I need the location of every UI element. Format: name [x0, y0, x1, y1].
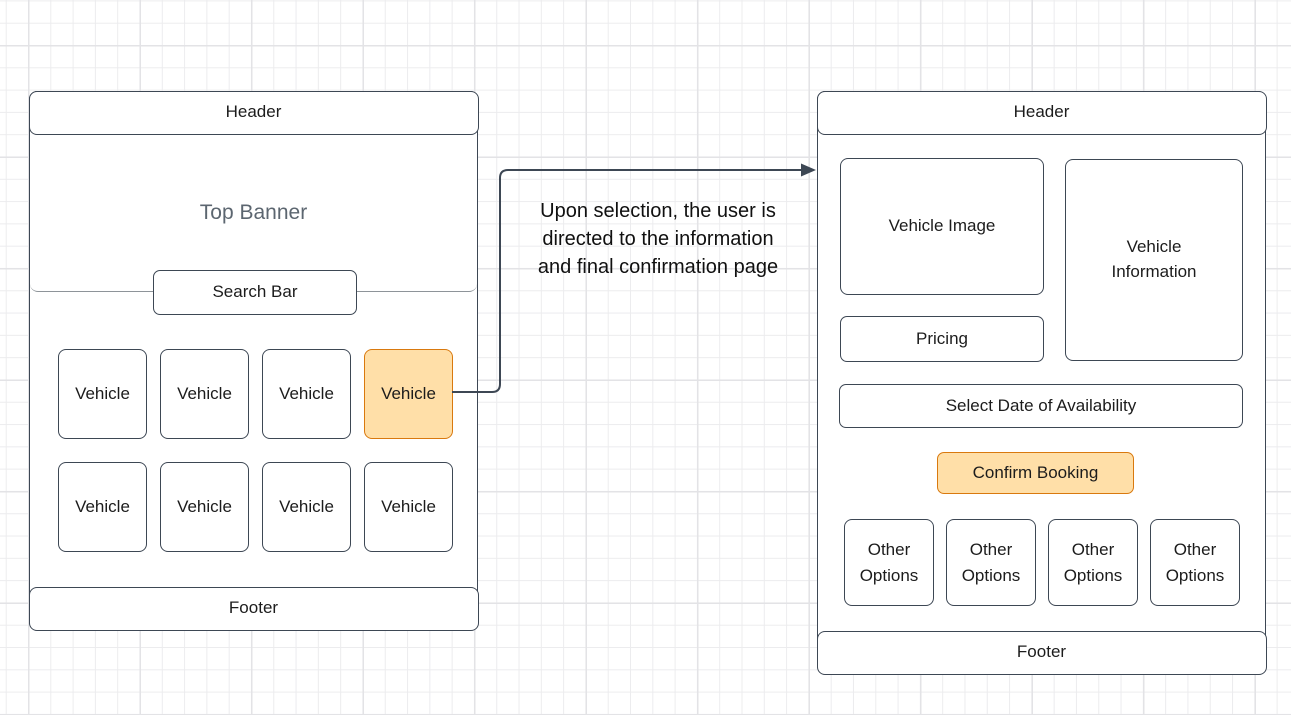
vehicle-card[interactable]: Vehicle [58, 349, 147, 439]
vehicle-card-label: Vehicle [381, 384, 436, 403]
search-bar-box[interactable]: Search Bar [153, 270, 357, 315]
other-options-card[interactable]: Other Options [1048, 519, 1138, 606]
vehicle-card[interactable]: Vehicle [160, 462, 249, 552]
confirm-booking-label: Confirm Booking [972, 462, 1099, 482]
pricing-label: Pricing [916, 328, 968, 348]
confirm-booking-button[interactable]: Confirm Booking [937, 452, 1134, 494]
vehicle-card-label: Vehicle [177, 497, 232, 516]
vehicle-card-label: Vehicle [75, 384, 130, 403]
other-options-card[interactable]: Other Options [844, 519, 934, 606]
listing-header-box[interactable]: Header [28, 90, 479, 135]
vehicle-row-2: Vehicle Vehicle Vehicle Vehicle [58, 462, 453, 552]
vehicle-image-label: Vehicle Image [888, 216, 996, 236]
search-bar-label: Search Bar [212, 282, 298, 302]
vehicle-image-box[interactable]: Vehicle Image [840, 158, 1044, 295]
select-date-box[interactable]: Select Date of Availability [839, 384, 1243, 428]
vehicle-card-label: Vehicle [177, 384, 232, 403]
listing-footer-label: Footer [228, 598, 279, 618]
other-options-label: Other Options [1165, 540, 1225, 585]
confirmation-header-box[interactable]: Header [816, 90, 1267, 135]
vehicle-card[interactable]: Vehicle [364, 462, 453, 552]
other-options-card[interactable]: Other Options [1150, 519, 1240, 606]
vehicle-card-selected[interactable]: Vehicle [364, 349, 453, 439]
vehicle-card[interactable]: Vehicle [160, 349, 249, 439]
vehicle-card-label: Vehicle [279, 384, 334, 403]
confirmation-header-label: Header [1013, 102, 1070, 122]
arrowhead-icon [801, 163, 816, 177]
top-banner-label: Top Banner [199, 201, 308, 224]
other-options-card[interactable]: Other Options [946, 519, 1036, 606]
vehicle-card-label: Vehicle [75, 497, 130, 516]
other-options-label: Other Options [961, 540, 1021, 585]
vehicle-card[interactable]: Vehicle [58, 462, 147, 552]
other-options-label: Other Options [1063, 540, 1123, 585]
select-date-label: Select Date of Availability [945, 395, 1137, 415]
vehicle-card-label: Vehicle [381, 497, 436, 516]
vehicle-information-label: Vehicle Information [1111, 237, 1197, 281]
vehicle-information-box[interactable]: Vehicle Information [1065, 159, 1243, 361]
confirmation-page-wireframe[interactable]: Header Vehicle Image Vehicle Information… [816, 90, 1267, 675]
flow-annotation-text: Upon selection, the user is directed to … [537, 200, 779, 278]
vehicle-card[interactable]: Vehicle [262, 349, 351, 439]
other-options-row: Other Options Other Options Other Option… [844, 519, 1240, 606]
top-banner-box[interactable]: Top Banner [30, 135, 477, 292]
confirmation-footer-box[interactable]: Footer [816, 630, 1267, 675]
vehicle-card[interactable]: Vehicle [262, 462, 351, 552]
other-options-label: Other Options [859, 540, 919, 585]
pricing-box[interactable]: Pricing [840, 316, 1044, 362]
listing-page-wireframe[interactable]: Header Top Banner Search Bar Vehicle Veh… [28, 90, 479, 631]
listing-header-label: Header [225, 102, 282, 122]
listing-footer-box[interactable]: Footer [28, 586, 479, 631]
vehicle-row-1: Vehicle Vehicle Vehicle Vehicle [58, 349, 453, 439]
vehicle-card-label: Vehicle [279, 497, 334, 516]
confirmation-footer-label: Footer [1016, 642, 1067, 662]
